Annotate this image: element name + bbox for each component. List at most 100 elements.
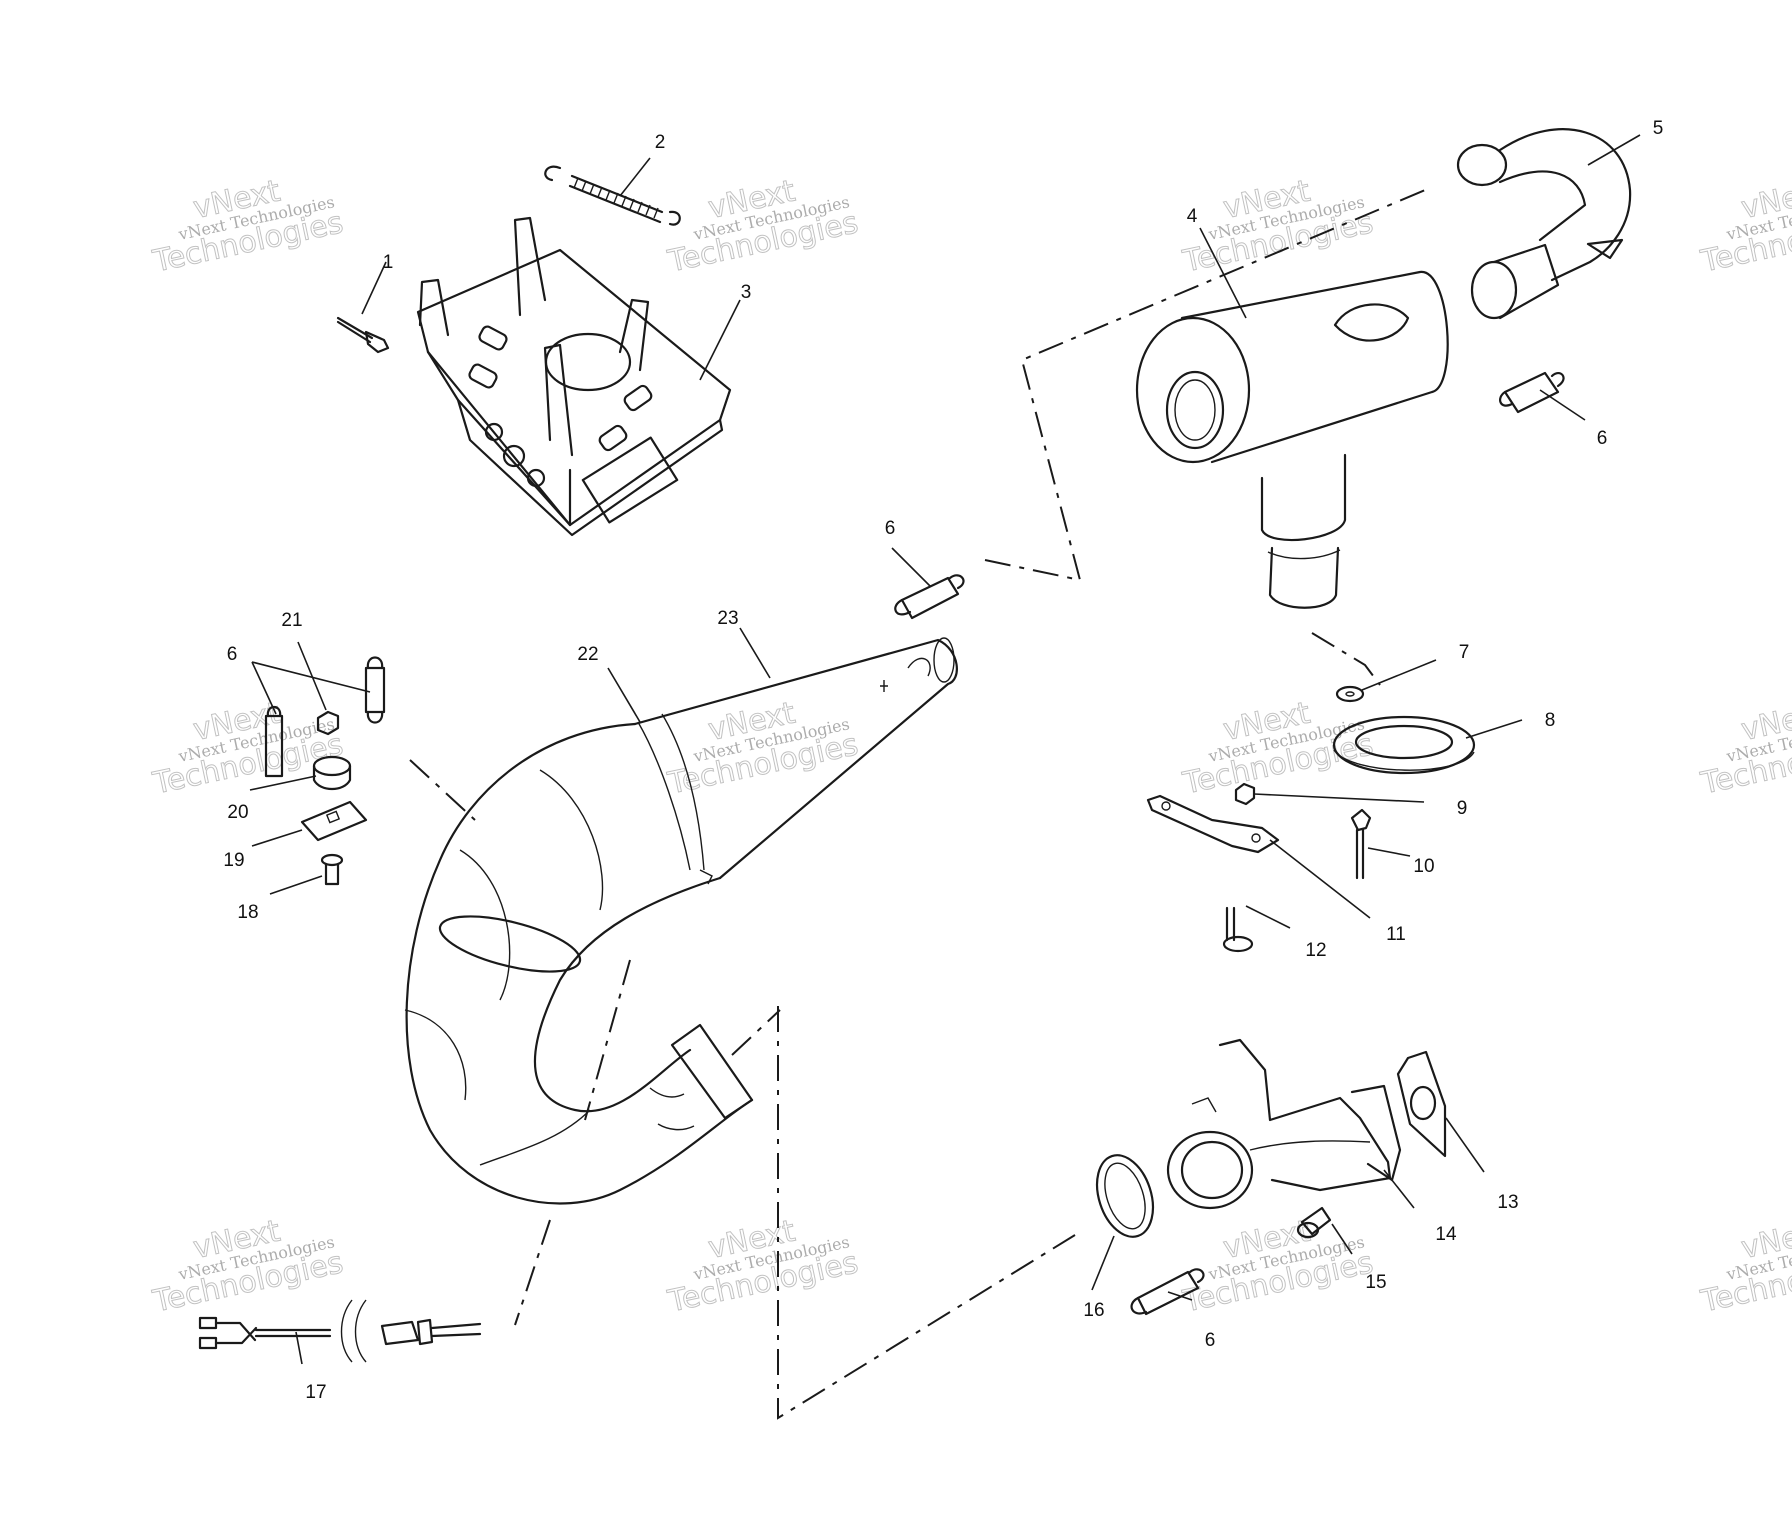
callout-5: 5 [1653, 118, 1664, 139]
leader-4 [1199, 227, 1247, 319]
rivet-head [364, 330, 390, 354]
bracket-hole [526, 468, 546, 488]
bracket-arm-body [1146, 794, 1280, 854]
spring-hook-left [544, 165, 562, 182]
spring-hook [894, 598, 912, 616]
manifold-seam [1249, 1140, 1371, 1151]
part-15-bolt [1296, 1206, 1332, 1239]
leader-6-left [251, 661, 371, 715]
phantom-line [984, 187, 1431, 582]
pipe-inlet-flange [670, 1023, 754, 1120]
callout-3: 3 [741, 282, 752, 303]
callout-7: 7 [1459, 642, 1470, 663]
part-21-nut [316, 710, 340, 736]
leader-12 [1245, 905, 1291, 929]
part-18-bolt [320, 853, 344, 886]
spring-body [364, 666, 386, 714]
leader-10 [1367, 847, 1411, 857]
callout-19: 19 [223, 850, 244, 871]
leader-6-center [891, 547, 931, 587]
manifold-spring-hook [1191, 1097, 1217, 1113]
leader-2 [619, 157, 651, 197]
leader-22 [607, 667, 641, 723]
phantom-line [731, 1009, 781, 1056]
bracket-front [426, 350, 572, 527]
leader-9 [1253, 793, 1425, 803]
sensor-nut [416, 1318, 434, 1346]
bracket-hole [502, 444, 526, 468]
part-16-seal-ring [1095, 1154, 1155, 1238]
tailpipe-spring-tab [1586, 238, 1624, 260]
callout-16: 16 [1083, 1300, 1104, 1321]
part-12-bolt [1222, 906, 1254, 953]
harness-break-symbol [340, 1299, 367, 1363]
bracket-cutout [478, 325, 508, 351]
pipe-belly-inner [533, 876, 722, 1113]
leader-3 [699, 299, 741, 381]
silencer-outlet [1165, 370, 1225, 450]
part-3-mounting-bracket [416, 216, 732, 537]
callout-6-center: 6 [885, 518, 896, 539]
leader-16 [1091, 1235, 1115, 1291]
bracket-arm-hole [1251, 833, 1261, 843]
leader-17 [295, 1331, 303, 1365]
watermark: vNext Technologies vNext Technologies [149, 173, 347, 280]
spring-hook [1188, 1268, 1205, 1284]
callout-9: 9 [1457, 798, 1468, 819]
spring-hook [948, 574, 965, 590]
callout-6-bottom: 6 [1205, 1330, 1216, 1351]
leader-8 [1465, 719, 1523, 739]
part-6-spring-upper-right [1499, 371, 1565, 414]
gasket-outer [1332, 715, 1476, 775]
part-6-spring-bottom [1130, 1268, 1205, 1316]
spring-coils [573, 177, 659, 219]
bracket-cutout [623, 384, 653, 412]
harness-connector [198, 1336, 218, 1350]
spring-hook-right [668, 210, 681, 226]
leader-15 [1331, 1223, 1353, 1255]
bolt-head [1296, 1221, 1320, 1239]
phantom-lines [409, 187, 1431, 1420]
silencer-inlet-ring [1267, 549, 1341, 560]
callout-15: 15 [1365, 1272, 1386, 1293]
tailpipe-bend-outer [1498, 128, 1632, 282]
bolt-shank [1300, 1206, 1332, 1236]
pipe-section-line [438, 915, 582, 973]
callout-22: 22 [577, 644, 598, 665]
watermark: vNext Technologies vNext Technologies [1697, 1213, 1792, 1320]
part-10-rivet [1350, 808, 1372, 880]
leader-18 [269, 875, 323, 895]
seal-ring-inner [1104, 1162, 1146, 1230]
part-9-nut [1234, 782, 1256, 806]
bracket-post-2 [418, 278, 450, 337]
part-19-plate [300, 800, 368, 842]
plate-outline [300, 800, 368, 842]
part-8-gasket [1332, 715, 1476, 775]
washer-ring [1335, 685, 1365, 703]
bracket-hole [484, 422, 504, 442]
watermark: vNext Technologies vNext Technologies [1179, 173, 1377, 280]
leader-1 [361, 261, 387, 315]
part-4-silencer [1135, 270, 1449, 609]
phantom-line [514, 1219, 551, 1326]
grommet-body [312, 764, 352, 791]
callout-18: 18 [237, 902, 258, 923]
tailpipe-outlet [1470, 260, 1518, 320]
leader-6-bottom [1167, 1291, 1193, 1301]
pipe-seam [459, 849, 511, 1001]
spring-body [1136, 1270, 1200, 1316]
part-13-flange-gasket [1396, 1050, 1447, 1158]
tailpipe-clamp-ring [1456, 143, 1508, 187]
bolt-shank [324, 862, 340, 886]
watermark: vNext Technologies vNext Technologies [664, 1213, 862, 1320]
callout-13: 13 [1497, 1192, 1518, 1213]
callout-6-upper-right: 6 [1597, 428, 1608, 449]
spring-hook [1499, 390, 1514, 407]
phantom-line [584, 959, 631, 1121]
watermark: vNext Technologies vNext Technologies [149, 695, 347, 802]
watermark: vNext Technologies vNext Technologies [149, 1213, 347, 1320]
leader-6-upper-right [1539, 389, 1586, 421]
phantom-line [409, 759, 476, 821]
leader-14 [1383, 1169, 1415, 1209]
tailpipe-outlet-body [1492, 243, 1560, 320]
